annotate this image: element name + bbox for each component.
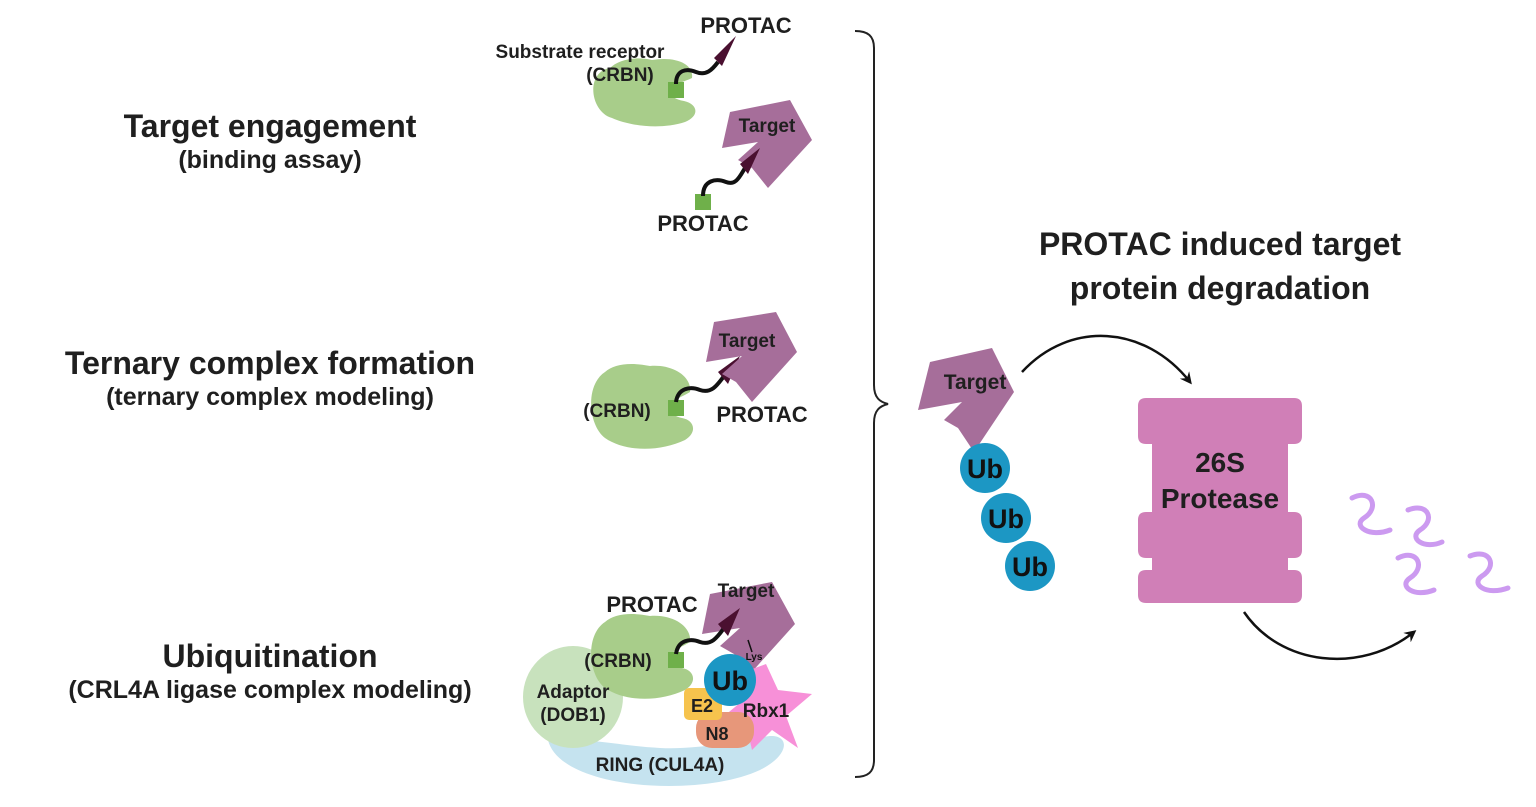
step-title: Ubiquitination [162, 638, 378, 674]
label-ub: Ub [988, 504, 1024, 534]
peptide-fragment [1395, 553, 1437, 596]
label-crbn: (CRBN) [586, 65, 654, 86]
label-protac: PROTAC [606, 592, 697, 617]
ubiquitin-circle [981, 493, 1031, 543]
protac-linker [674, 60, 720, 85]
protac-linker [674, 626, 726, 655]
step-subtitle: (ternary complex modeling) [106, 383, 434, 411]
panel-ubiquitination: Target PROTAC (CRBN) Adaptor (DOB1) RING… [523, 581, 812, 786]
label-ub: Ub [1012, 552, 1048, 582]
n8-block [696, 712, 754, 748]
label-protac: PROTAC [700, 13, 791, 38]
flow-arrow-out [1242, 611, 1417, 661]
protac-binding-square [668, 652, 684, 668]
peptide-fragment [1349, 493, 1393, 536]
protac-binding-square [668, 400, 684, 416]
label-target: Target [719, 331, 776, 352]
step-subtitle: (binding assay) [178, 146, 362, 174]
label-crbn: (CRBN) [584, 651, 652, 672]
crbn-blob [591, 364, 694, 449]
crbn-blob [591, 614, 694, 699]
step-title: Target engagement [123, 108, 417, 144]
label-n8: N8 [705, 724, 728, 744]
protac-warhead-arrow [718, 608, 740, 636]
step-subtitle: (CRL4A ligase complex modeling) [68, 676, 472, 704]
crbn-blob [593, 58, 696, 127]
label-ub: Ub [967, 454, 1003, 484]
target-shape [702, 582, 795, 674]
step-target-engagement: Target engagement (binding assay) [90, 108, 450, 176]
label-target: Target [944, 371, 1007, 394]
label-dob1: (DOB1) [540, 705, 605, 726]
degradation-title-line2: protein degradation [1069, 270, 1371, 306]
label-lys: Lys [746, 652, 763, 663]
degradation-panel: Target Ub Ub Ub 26S Protease [918, 334, 1511, 661]
target-shape [706, 312, 797, 402]
protac-warhead-arrow [714, 36, 736, 66]
lys-pointer [747, 639, 753, 653]
label-protease: Protease [1161, 483, 1279, 514]
panel-target-engagement: Substrate receptor (CRBN) PROTAC Target … [496, 13, 812, 236]
flow-arrow-in [1021, 334, 1192, 385]
ubiquitin-circle [960, 443, 1010, 493]
label-e2: E2 [691, 696, 713, 716]
label-crbn: (CRBN) [583, 401, 651, 422]
ubiquitin-circle [704, 654, 756, 706]
grouping-brace [854, 30, 889, 778]
protac-linker [674, 374, 726, 403]
degradation-title-line1: PROTAC induced target [1038, 226, 1402, 262]
step-ubiquitination: Ubiquitination (CRL4A ligase complex mod… [20, 638, 520, 706]
label-ring-cul4a: RING (CUL4A) [596, 755, 725, 776]
label-target: Target [739, 116, 796, 137]
label-ub: Ub [712, 666, 748, 696]
label-26s: 26S [1195, 447, 1245, 478]
label-adaptor: Adaptor [537, 682, 610, 703]
ubiquitin-circle [1005, 541, 1055, 591]
protac-binding-square [695, 194, 711, 210]
protac-warhead-arrow [740, 148, 760, 174]
ring-cul4a [548, 735, 784, 786]
step-title: Ternary complex formation [64, 345, 476, 381]
proteasome-26s [1138, 398, 1302, 603]
protac-linker [701, 166, 747, 197]
step-ternary-complex: Ternary complex formation (ternary compl… [30, 345, 510, 413]
panel-ternary-complex: Target (CRBN) PROTAC [583, 312, 808, 449]
protac-binding-square [668, 82, 684, 98]
degradation-title: PROTAC induced target protein degradatio… [980, 222, 1460, 310]
target-shape [722, 100, 812, 188]
label-protac: PROTAC [716, 402, 807, 427]
label-substrate-receptor: Substrate receptor [496, 42, 666, 63]
peptide-fragment [1467, 551, 1511, 594]
label-rbx1: Rbx1 [743, 701, 790, 722]
target-shape [918, 348, 1014, 452]
label-target: Target [718, 581, 775, 602]
peptide-fragment [1405, 505, 1445, 548]
label-protac: PROTAC [657, 211, 748, 236]
